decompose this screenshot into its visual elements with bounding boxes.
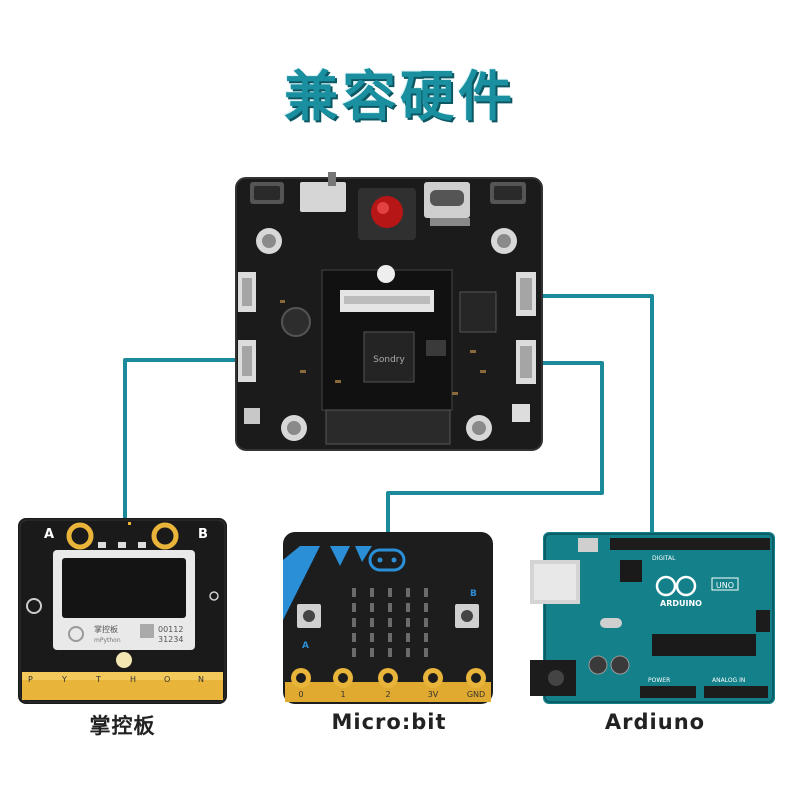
arduino-analog-header: [704, 686, 768, 698]
microbit-pin-label: 3V: [428, 690, 439, 699]
arduino-board: DIGITAL UNO ARDUINO POWER ANALOG IN: [530, 532, 775, 704]
microbit-logo: [368, 548, 406, 572]
main-chip: [363, 331, 415, 383]
zk-touch-pad-b: [151, 522, 179, 550]
microbit-pin-strip: [285, 682, 491, 702]
arduino-atmega-chip: [652, 634, 756, 656]
ic-right: [459, 291, 497, 333]
microbit-led-matrix: [352, 588, 428, 657]
led: [388, 618, 392, 627]
arduino-logo-icon: [655, 575, 677, 597]
power-switch: [300, 182, 346, 212]
arduino-analog-label: ANALOG IN: [712, 677, 745, 684]
led: [406, 603, 410, 612]
led: [388, 588, 392, 597]
led: [406, 633, 410, 642]
zk-pin-letter: Y: [61, 675, 67, 684]
led: [352, 588, 356, 597]
led: [406, 588, 410, 597]
led: [370, 618, 374, 627]
main-expansion-board: Sondry: [235, 172, 543, 451]
led: [406, 618, 410, 627]
led: [352, 648, 356, 657]
led: [424, 588, 428, 597]
led: [424, 648, 428, 657]
zk-screen-brand-sub: mPython: [94, 637, 121, 644]
zk-screen: [62, 558, 186, 618]
led: [352, 618, 356, 627]
zk-pin-strip: [22, 672, 223, 700]
microbit-board: A B 0 1 2 3V GND: [283, 532, 493, 704]
led: [388, 633, 392, 642]
sd-card-slot: [325, 409, 451, 445]
mount-holes: [256, 228, 517, 441]
zk-button-b-label: B: [198, 527, 208, 542]
microbit-pin-label: GND: [467, 690, 485, 699]
led: [370, 603, 374, 612]
microbit-pin-label: 1: [340, 690, 345, 699]
zk-pin-letter: H: [130, 675, 136, 684]
arduino-power-label: POWER: [648, 677, 670, 684]
caption-microbit: Micro:bit: [331, 710, 447, 734]
zk-pin-letter: P: [28, 675, 33, 684]
zk-pin-letter: O: [164, 675, 170, 684]
zk-pin-letter: T: [95, 675, 101, 684]
arduino-digital-header: [610, 538, 770, 550]
led-square: [512, 404, 530, 422]
microphone-icon: [26, 598, 42, 614]
caption-arduino: Ardiuno: [604, 710, 706, 734]
light-sensor-icon: [209, 591, 219, 601]
page-title: 兼容硬件: [284, 65, 516, 128]
led: [388, 648, 392, 657]
caption-zhangkongban: 掌控板: [89, 714, 156, 738]
zk-serial-2: 31234: [158, 635, 183, 644]
wire-zhangkongban: [123, 358, 245, 520]
arduino-reset-button: [578, 538, 598, 552]
led: [370, 633, 374, 642]
arduino-power-header: [640, 686, 696, 698]
zk-serial-1: 00112: [158, 625, 183, 634]
microbit-pin-label: 2: [385, 690, 390, 699]
zhangkongban-board: A B 掌控板 mPython 00112 31234 P Y T H O: [18, 518, 227, 704]
connection-wires: [123, 294, 654, 532]
zk-pin-letter: N: [198, 675, 204, 684]
zk-touch-pad-a: [66, 522, 94, 550]
led: [424, 618, 428, 627]
led: [424, 603, 428, 612]
led: [424, 633, 428, 642]
zk-button-a-label: A: [44, 527, 54, 542]
wire-arduino: [530, 294, 654, 532]
arduino-digital-label: DIGITAL: [652, 555, 676, 562]
microbit-button-b-label: B: [470, 589, 477, 599]
led: [388, 603, 392, 612]
chip-label: Sondry: [373, 355, 405, 365]
microbit-pin-label: 0: [298, 690, 303, 699]
microbit-button-a-label: A: [302, 641, 309, 651]
arduino-logo-text: ARDUINO: [660, 599, 702, 608]
led: [352, 603, 356, 612]
zk-screen-brand: 掌控板: [94, 624, 118, 634]
led: [352, 633, 356, 642]
led: [370, 648, 374, 657]
led: [406, 648, 410, 657]
buzzer: [281, 307, 311, 337]
wire-microbit: [386, 361, 604, 532]
arduino-model: UNO: [716, 581, 734, 590]
led: [370, 588, 374, 597]
zk-pin-letters: P Y T H O N: [28, 675, 204, 684]
